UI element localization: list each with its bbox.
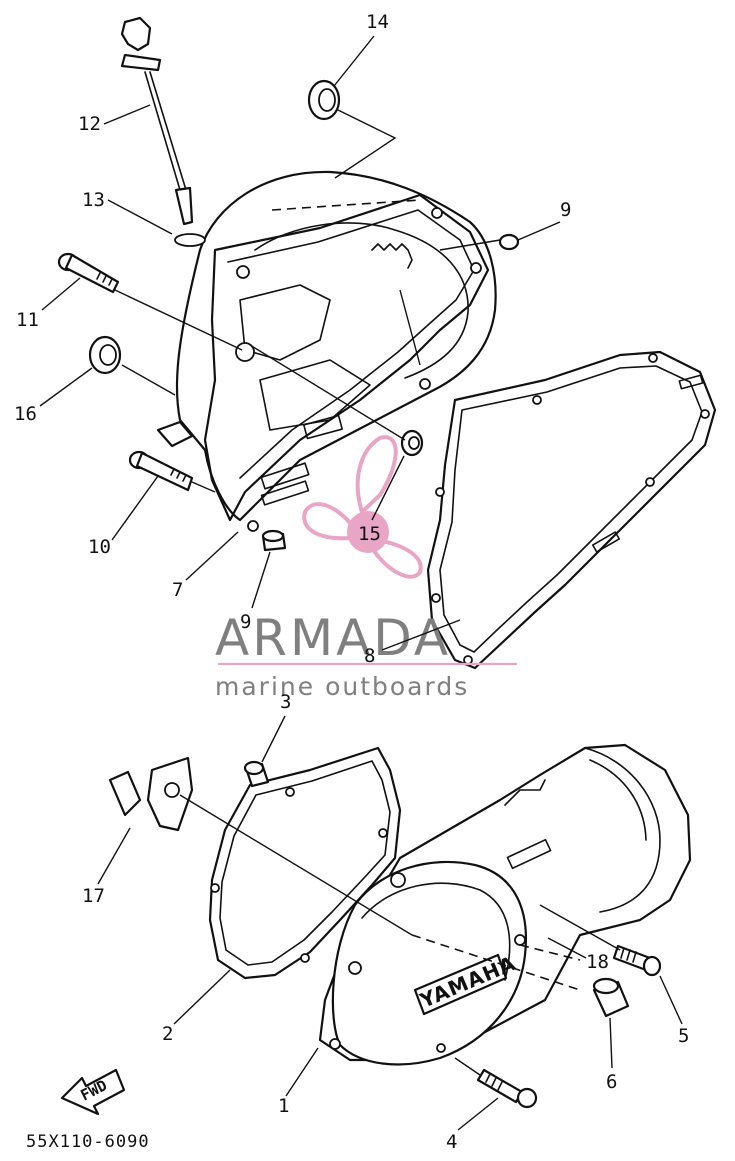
crankcase-cover-part-7 [156, 170, 497, 532]
callout-12: 12 [78, 113, 101, 135]
bolt-part-11 [57, 252, 120, 294]
propeller-logo-icon [302, 435, 423, 579]
callout-15: 15 [358, 523, 381, 545]
callout-4: 4 [446, 1131, 457, 1153]
callout-17: 17 [82, 885, 105, 907]
generator-cover-part-1: YAMAHA [318, 743, 692, 1066]
callout-18: 18 [586, 951, 609, 973]
callout-14: 14 [366, 11, 389, 33]
callout-6: 6 [606, 1071, 617, 1093]
armada-watermark: ARMADA marine outboards [215, 435, 517, 701]
leader-lines-upper [114, 109, 501, 493]
dowel-pin-part-9-upper [498, 233, 520, 251]
callout-2: 2 [162, 1023, 173, 1045]
plug-part-6 [592, 977, 630, 1018]
callout-3: 3 [280, 691, 291, 713]
fwd-arrow-icon: FWD [60, 1068, 126, 1116]
bracket-part-17 [108, 756, 194, 832]
callout-1: 1 [278, 1095, 289, 1117]
dowel-pin-part-9-lower [261, 529, 287, 552]
dipstick-part-12 [120, 16, 194, 226]
callout-9-lower: 9 [240, 611, 251, 633]
leader-lines-lower [179, 794, 621, 1076]
callout-7: 7 [172, 579, 183, 601]
callout-10: 10 [88, 536, 111, 558]
callout-13: 13 [82, 189, 105, 211]
callout-8: 8 [364, 645, 375, 667]
screw-part-4 [476, 1068, 538, 1109]
callout-5: 5 [678, 1025, 689, 1047]
watermark-subtitle: marine outboards [215, 672, 469, 701]
screw-part-5 [612, 944, 662, 977]
diagram-code: 55X110-6090 [26, 1132, 150, 1152]
seal-part-15 [400, 429, 424, 457]
callout-9-upper: 9 [560, 199, 571, 221]
callout-16: 16 [14, 403, 37, 425]
gasket-part-8 [426, 350, 717, 670]
watermark-name: ARMADA [215, 609, 451, 667]
callout-11: 11 [16, 309, 39, 331]
dowel-pin-part-3 [243, 760, 270, 788]
oil-seal-part-14 [307, 79, 341, 121]
bolt-part-10 [128, 450, 194, 492]
gasket-part-2 [208, 746, 402, 980]
o-ring-part-13 [174, 233, 206, 247]
callout-labels: 1 2 3 4 5 6 7 8 9 9 10 11 12 13 14 15 16… [14, 11, 689, 1153]
oil-seal-part-16 [88, 335, 122, 375]
